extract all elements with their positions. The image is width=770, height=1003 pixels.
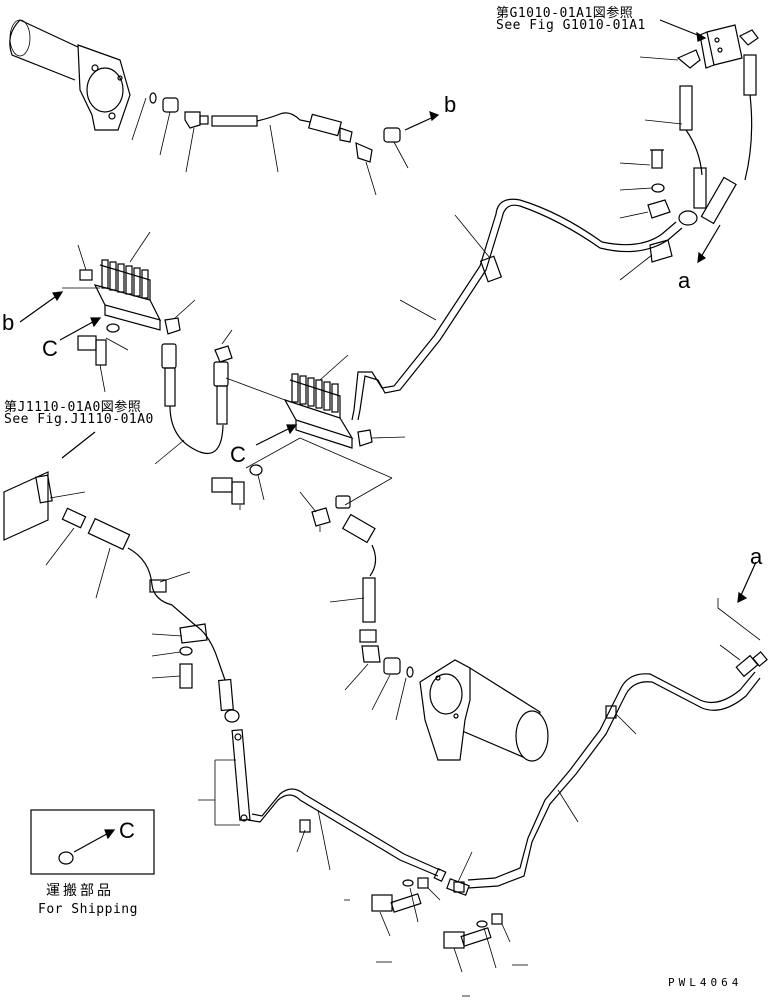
callout-a-bottom: a (750, 544, 763, 569)
shipping-en: For Shipping (38, 902, 138, 917)
callout-c-inset: C (119, 818, 136, 843)
top-steel-tube (351, 198, 683, 421)
manifold-link-hoses (154, 329, 233, 465)
middle-manifold (211, 354, 406, 510)
bottom-right-tube (467, 561, 768, 889)
callout-a-right: a (678, 268, 691, 293)
ref-left-jp: 第J1110-01A0図参照 (4, 400, 142, 415)
top-right-block (639, 19, 759, 264)
right-clamp-stack (619, 149, 673, 281)
callout-c-mid: C (230, 442, 247, 467)
bottom-hardware (344, 851, 528, 997)
shipping-inset (30, 809, 155, 875)
top-hose-assembly (159, 97, 440, 196)
upper-manifold (19, 231, 196, 393)
callout-b-top: b (444, 92, 457, 117)
callout-b-left: b (2, 310, 15, 335)
ref-left-en: See Fig.J1110-01A0 (4, 412, 154, 427)
left-panel (3, 431, 240, 723)
shipping-jp: 運搬部品 (46, 882, 114, 898)
mid-fittings (299, 491, 414, 721)
lower-cylinder (419, 659, 549, 762)
bottom-steel-tube (198, 729, 470, 896)
top-cylinder (9, 19, 157, 141)
ref-top-right-en: See Fig G1010-01A1 (496, 18, 646, 33)
drawing-code: PWL4064 (668, 976, 743, 989)
callout-c-left: C (42, 336, 59, 361)
ref-top-right-jp: 第G1010-01A1図参照 (496, 6, 634, 21)
